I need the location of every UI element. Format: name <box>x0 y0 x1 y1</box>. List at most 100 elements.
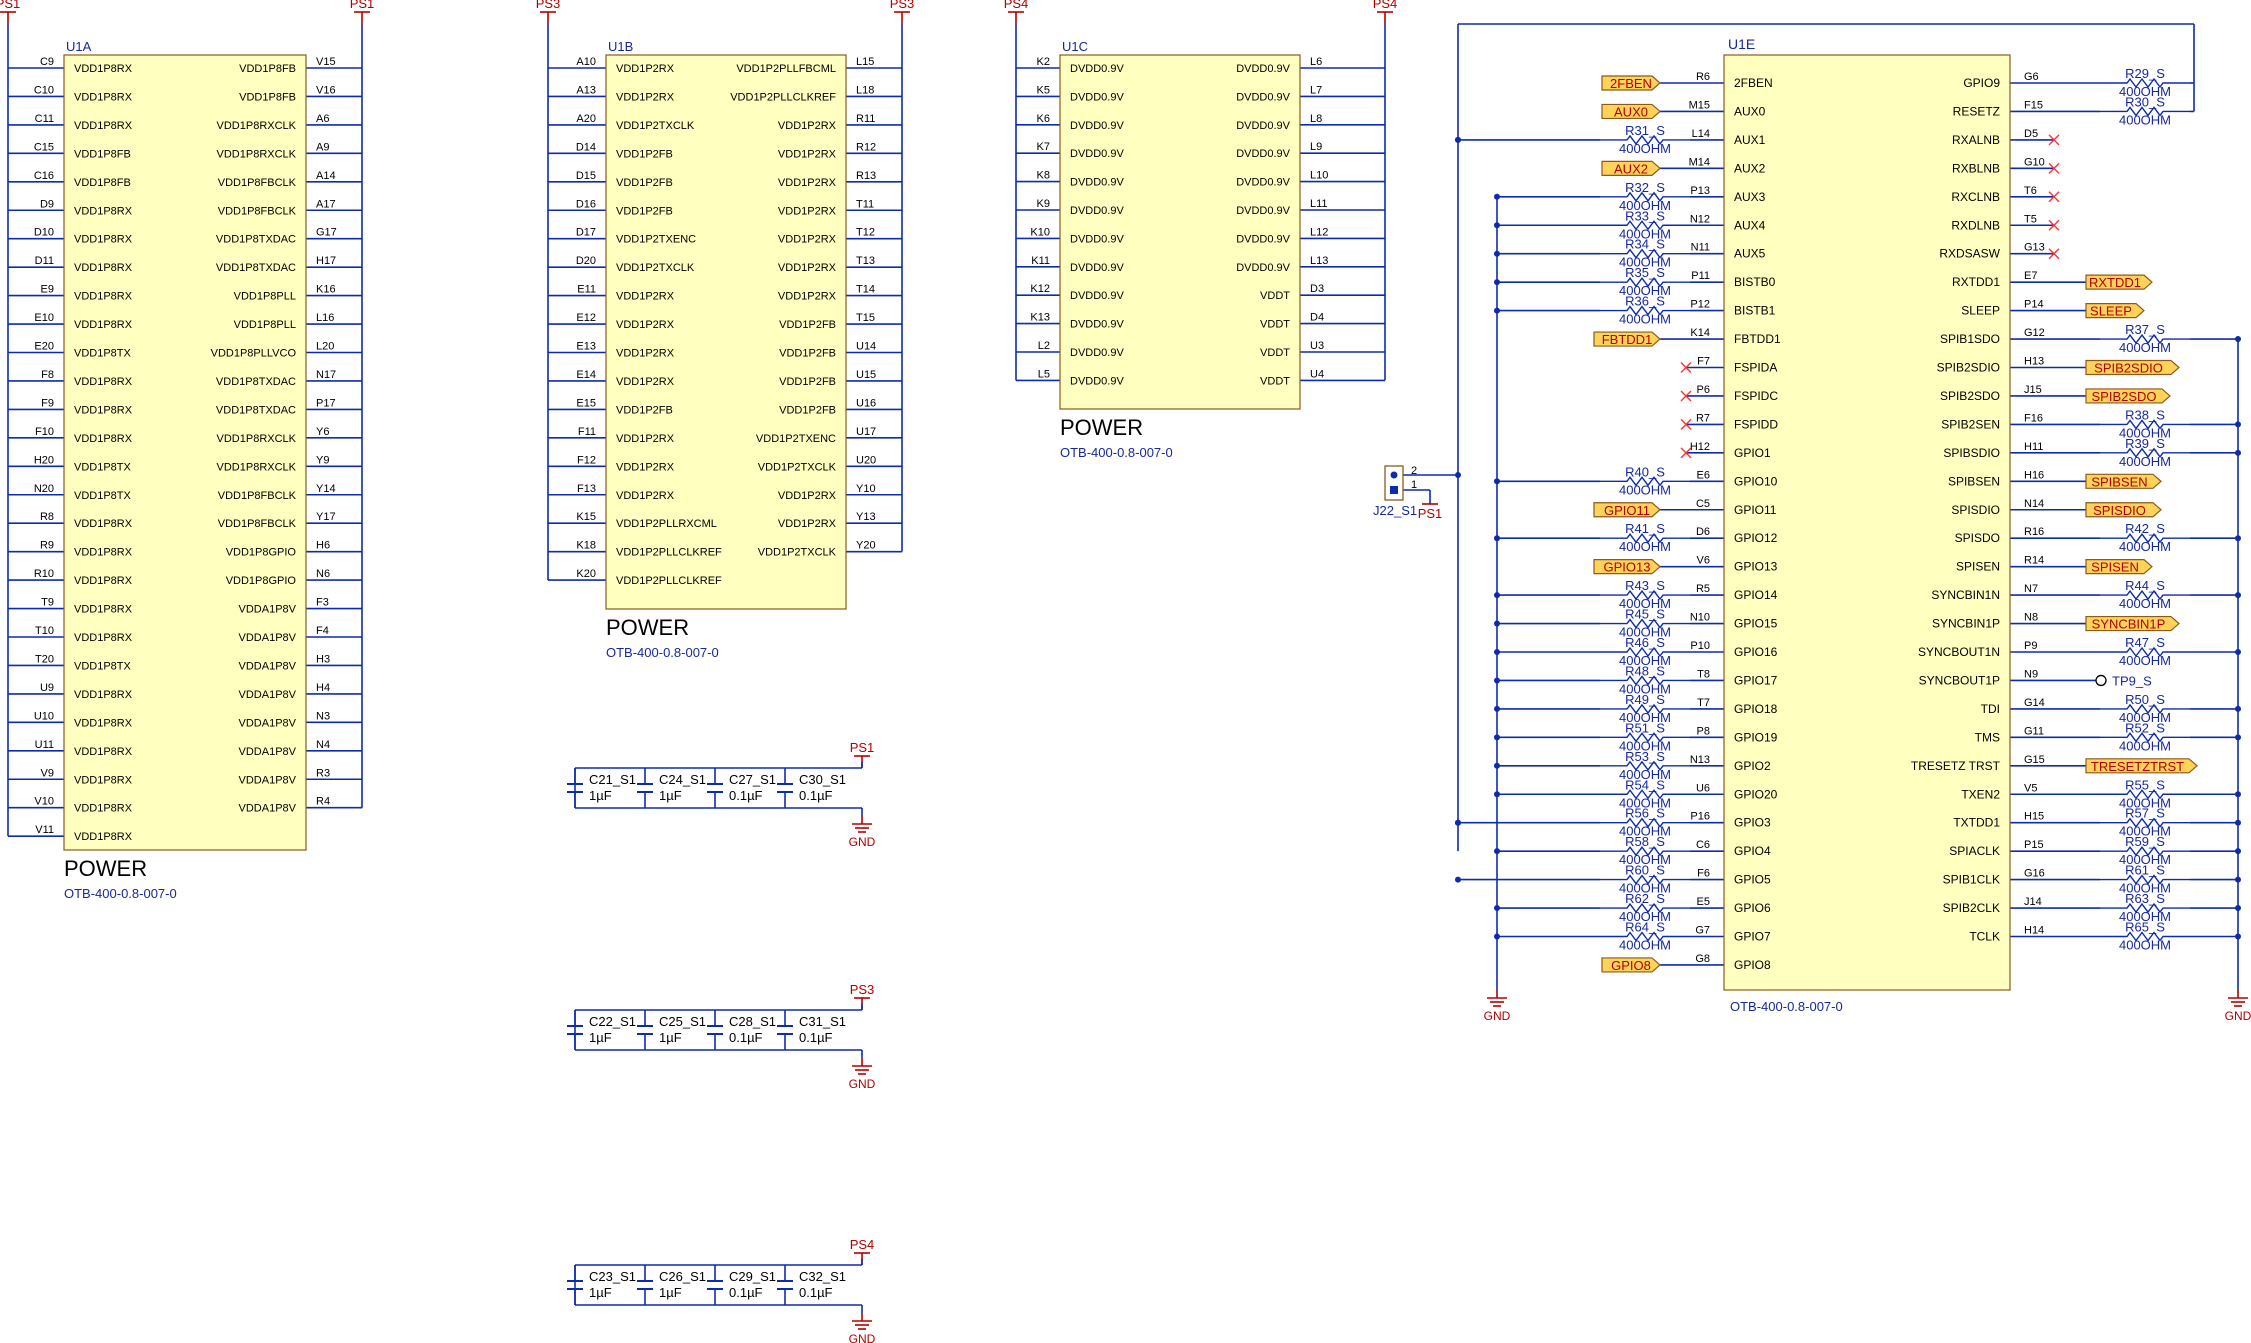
pin-name: RESETZ <box>1953 104 2000 118</box>
pin-name: VDD1P2FB <box>779 404 836 416</box>
part-footprint: OTB-400-0.8-007-0 <box>64 886 177 901</box>
pin-number: D9 <box>40 198 54 210</box>
pin-number: U16 <box>856 397 876 409</box>
pin-name: VDD1P8RX <box>74 575 133 587</box>
no-connect-mark <box>2048 162 2060 174</box>
pin-number: U14 <box>856 341 876 353</box>
resistor-ref: R61_S <box>2125 863 2165 878</box>
net-port <box>2085 758 2198 774</box>
net-port-label: RXTDD1 <box>2089 275 2141 290</box>
pin-name: VDD1P8RX <box>74 205 133 217</box>
resistor-symbol <box>2100 817 2190 828</box>
resistor-symbol <box>2100 646 2190 658</box>
pin-number: D5 <box>2024 128 2038 140</box>
resistor-ref: R57_S <box>2125 806 2165 821</box>
pin-name: VDD1P8RX <box>74 234 133 246</box>
pin-number: A17 <box>316 198 336 210</box>
pin-name: VDD1P2TXENC <box>616 234 696 246</box>
test-point <box>2095 674 2107 687</box>
resistor-value: 400OHM <box>1619 938 1671 953</box>
pin-number: L12 <box>1310 226 1328 238</box>
pin-number: U20 <box>856 454 876 466</box>
pin-number: F12 <box>577 454 596 466</box>
pin-name: VDDA1P8V <box>239 660 297 672</box>
pin-name: VDD1P2RX <box>616 461 675 473</box>
no-connect-mark <box>1680 390 1692 402</box>
pin-number: E11 <box>577 284 596 296</box>
resistor-value: 400OHM <box>1619 141 1671 156</box>
pin-number: R3 <box>316 767 330 779</box>
cap-ref: C25_S1 <box>659 1014 706 1029</box>
pin-name: VDDT <box>1260 375 1290 387</box>
pin-name: VDD1P8TX <box>74 490 132 502</box>
resistor-ref: R64_S <box>1625 920 1665 935</box>
pin-number: H15 <box>2024 811 2044 823</box>
pin-name: SYNCBIN1P <box>1932 617 2000 631</box>
pin-number: F9 <box>41 397 54 409</box>
pin-number: N20 <box>34 483 54 495</box>
resistor-symbol <box>2100 789 2190 800</box>
resistor-ref: R29_S <box>2125 66 2165 81</box>
pin-name: SPIB2CLK <box>1943 901 2000 915</box>
pin-number: P12 <box>1690 299 1710 311</box>
pin-name: GPIO10 <box>1734 474 1778 488</box>
pin-name: GPIO17 <box>1734 673 1778 687</box>
pin-number: L13 <box>1310 255 1328 267</box>
pin-number: F4 <box>316 625 329 637</box>
net-port-label: SPIB2SDIO <box>2094 361 2163 376</box>
pin-number: P14 <box>2024 299 2044 311</box>
pin-number: A6 <box>316 113 329 125</box>
pin-name: GPIO5 <box>1734 873 1771 887</box>
resistor-ref: R54_S <box>1625 777 1665 792</box>
pin-number: R10 <box>34 568 54 580</box>
pin-number: F11 <box>578 426 596 438</box>
resistor-symbol <box>1600 931 1690 942</box>
resistor-value: 400OHM <box>1619 482 1671 497</box>
pin-number: D16 <box>576 198 596 210</box>
pin-name: GPIO4 <box>1734 844 1771 858</box>
pin-number: P6 <box>1697 384 1710 396</box>
junction-dot <box>1455 819 1461 826</box>
pin-number: U3 <box>1310 340 1324 352</box>
pin-number: E15 <box>576 397 596 409</box>
pin-number: R6 <box>1696 71 1710 83</box>
pin-name: VDD1P2RX <box>778 518 837 530</box>
pin-name: VDDT <box>1260 290 1290 302</box>
cap-ref: C28_S1 <box>729 1014 776 1029</box>
resistor-symbol <box>2100 902 2190 914</box>
pin-number: N14 <box>2024 498 2044 510</box>
pin-number: N13 <box>1690 754 1710 766</box>
pin-name: TXEN2 <box>1961 787 2000 801</box>
resistor-value: 400OHM <box>1619 625 1671 640</box>
pin-name: VDD1P2TXCLK <box>758 461 837 473</box>
pin-number: L10 <box>1310 170 1328 182</box>
cap-ref: C23_S1 <box>589 1269 636 1284</box>
pin-name: RXDSASW <box>1939 247 2000 261</box>
jumper-pin <box>1390 486 1398 494</box>
pin-name: GPIO3 <box>1734 816 1771 830</box>
pin-name: VDD1P2FB <box>616 404 673 416</box>
cap-value: 0.1µF <box>799 788 833 803</box>
junction-dot <box>1455 136 1461 143</box>
jumper-pin-number: 1 <box>1411 479 1417 491</box>
pin-number: K6 <box>1037 113 1050 125</box>
pin-number: P11 <box>1691 270 1710 282</box>
pin-number: K8 <box>1037 170 1050 182</box>
pin-number: K5 <box>1037 84 1050 96</box>
pin-name: VDD1P8RX <box>74 604 133 616</box>
pin-number: Y20 <box>856 540 876 552</box>
resistor-ref: R39_S <box>2125 436 2165 451</box>
pin-name: DVDD0.9V <box>1070 290 1124 302</box>
resistor-symbol <box>1600 589 1690 601</box>
no-connect-mark <box>2048 248 2060 260</box>
resistor-symbol <box>2100 931 2190 942</box>
pin-number: T10 <box>35 625 54 637</box>
pin-number: R7 <box>1696 412 1710 424</box>
resistor-ref: R44_S <box>2125 578 2165 593</box>
pin-name: VDD1P8RX <box>74 717 133 729</box>
part-reference: U1E <box>1728 36 1755 52</box>
resistor-value: 400OHM <box>1619 909 1671 924</box>
pin-name: VDD1P2FB <box>779 319 836 331</box>
pin-number: G6 <box>2024 71 2039 83</box>
